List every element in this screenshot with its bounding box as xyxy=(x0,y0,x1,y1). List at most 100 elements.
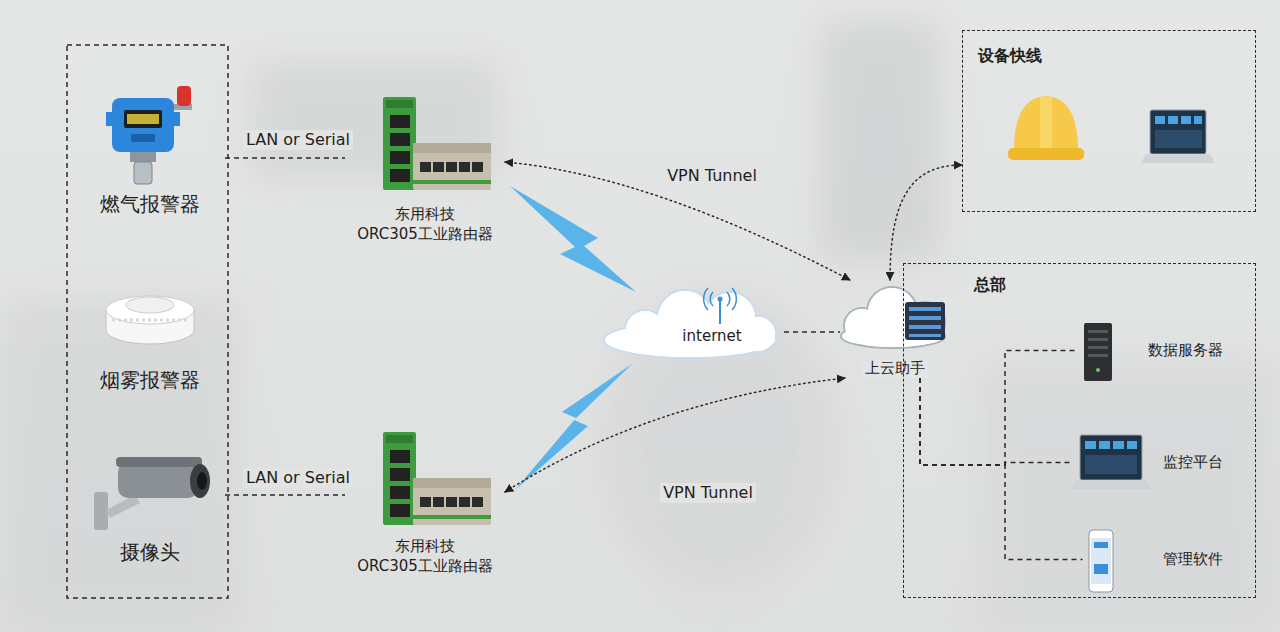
wireless-bolt xyxy=(515,364,632,490)
endpoint-node: 数据服务器 xyxy=(1075,322,1240,380)
connector xyxy=(920,378,1083,560)
laptop-icon-part xyxy=(1113,441,1124,449)
kitchen-backdrop-part xyxy=(600,290,840,590)
wireless-bolt xyxy=(510,186,636,292)
cloud-assistant-icon-part xyxy=(909,316,941,320)
helmet-icon xyxy=(1008,96,1084,160)
camera-icon-part xyxy=(116,457,202,467)
router-icon-part xyxy=(390,169,410,182)
laptop-icon-part xyxy=(1085,441,1096,449)
router-icon-part xyxy=(390,115,410,128)
router-icon-part xyxy=(383,97,416,190)
cloud-assistant-icon-part-part xyxy=(905,302,945,342)
helmet-icon-part xyxy=(1008,148,1084,160)
router-icon xyxy=(383,97,491,190)
laptop-icon-part xyxy=(1080,435,1142,480)
cloud-assistant-icon xyxy=(841,287,945,348)
node-label: 总部 xyxy=(974,275,1006,296)
laptop-icon-part xyxy=(1071,480,1151,489)
node-label: internet xyxy=(682,327,741,347)
camera-icon-part xyxy=(94,492,108,530)
internet-cloud-part xyxy=(605,291,775,357)
server-icon-part xyxy=(1084,323,1112,381)
connector xyxy=(505,162,850,280)
router-node: 东用科技 ORC305工业路由器 xyxy=(345,425,505,576)
internet-cloud xyxy=(604,288,776,358)
gas-alarm-icon-part xyxy=(134,162,152,184)
phone-icon xyxy=(1089,530,1113,592)
internet-cloud-part xyxy=(719,300,721,324)
internet-cloud-part-part xyxy=(741,317,775,351)
connector xyxy=(784,331,840,333)
router-icon-part xyxy=(433,162,444,172)
camera-icon-part xyxy=(106,495,140,518)
server-icon-part xyxy=(1088,354,1108,357)
router-icon xyxy=(383,432,491,525)
device-node: 烟雾报警器 xyxy=(75,285,225,393)
cloud-node: 上云助手 xyxy=(840,280,950,378)
cloud-assistant-icon-part xyxy=(909,334,941,337)
laptop-icon xyxy=(1071,435,1151,489)
router-icon-part xyxy=(386,100,413,108)
kitchen-backdrop-part xyxy=(820,20,940,260)
laptop-icon-part xyxy=(1141,154,1215,163)
phone-icon-part xyxy=(1094,542,1108,548)
node-label: 上云助手 xyxy=(862,359,928,379)
group-box: 总部数据服务器监控平台管理软件 xyxy=(903,263,1256,598)
laptop-icon-part xyxy=(1127,441,1137,449)
router-icon-part xyxy=(446,162,457,172)
device-node: 摄像头 xyxy=(75,455,225,565)
laptop-icon xyxy=(1141,110,1215,163)
cloud-assistant-icon-part xyxy=(842,288,944,347)
laptop-icon-part xyxy=(1168,116,1178,124)
kitchen-backdrop-part xyxy=(0,300,240,632)
device-node: 燃气报警器 xyxy=(75,85,225,217)
router-icon-part xyxy=(413,180,491,184)
edge-label: LAN or Serial xyxy=(243,130,353,150)
router-icon-part xyxy=(390,133,410,146)
group-box: 设备快线 xyxy=(962,30,1256,212)
connector xyxy=(225,494,345,496)
phone-icon-part xyxy=(1089,530,1113,592)
node-label: 设备快线 xyxy=(978,46,1042,67)
helmet-icon-part xyxy=(1014,96,1078,150)
cloud-assistant-icon-part xyxy=(909,325,941,329)
node-label: 烟雾报警器 xyxy=(100,367,200,393)
smoke-detector-icon-part xyxy=(106,296,194,324)
router-icon-part xyxy=(472,162,483,172)
internet-cloud-part xyxy=(704,288,737,310)
node-label: 燃气报警器 xyxy=(100,191,200,217)
gas-alarm-icon-part xyxy=(124,110,162,128)
kitchen-backdrop xyxy=(0,20,1280,632)
connector xyxy=(225,157,345,159)
connector xyxy=(505,378,845,492)
smoke-detector-icon xyxy=(106,296,194,344)
node-label: 管理软件 xyxy=(1163,550,1223,570)
internet-cloud-part xyxy=(710,292,730,306)
laptop-icon-part xyxy=(1155,116,1165,124)
camera-icon-part xyxy=(118,462,198,498)
cloud-assistant-icon-part xyxy=(841,287,945,348)
server-icon-part xyxy=(1088,330,1108,333)
router-icon-part xyxy=(420,162,431,172)
router-icon-part xyxy=(390,151,410,164)
router-icon-part xyxy=(459,162,470,172)
edge-label: VPN Tunnel xyxy=(664,166,760,186)
connector xyxy=(920,351,1075,466)
camera-icon-part xyxy=(197,472,207,490)
gas-alarm-icon-part xyxy=(131,134,155,142)
device-group-frame xyxy=(67,45,228,598)
gas-alarm-icon-part xyxy=(177,86,191,106)
internet-cloud-part xyxy=(604,290,776,358)
laptop-icon-part xyxy=(1181,116,1191,124)
internet-node: internet xyxy=(640,320,784,354)
cloud-assistant-icon-part xyxy=(909,307,941,311)
laptop-icon-part xyxy=(1155,130,1202,148)
node-label: 监控平台 xyxy=(1163,453,1223,473)
edge-label: VPN Tunnel xyxy=(660,483,756,503)
phone-icon-part xyxy=(1091,538,1111,584)
gas-alarm-icon-part xyxy=(127,114,159,124)
node-label: 数据服务器 xyxy=(1148,341,1223,361)
